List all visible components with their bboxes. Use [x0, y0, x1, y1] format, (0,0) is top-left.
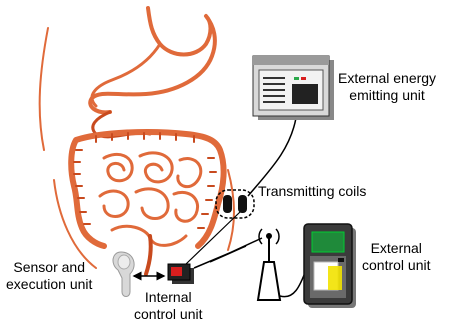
sensor-execution-label-line2: execution unit: [6, 276, 92, 293]
body-outline: [40, 28, 48, 150]
external-control-unit: [258, 224, 356, 308]
digestive-tract-illustration: [40, 8, 234, 274]
antenna-wave-right: [276, 229, 279, 244]
antenna-device: [258, 229, 280, 300]
internal-control-label-line2: control unit: [134, 306, 202, 323]
coil-right: [238, 195, 247, 213]
external-control-label-line2: control unit: [362, 257, 430, 274]
internal-unit-red-panel: [171, 267, 182, 276]
external-energy-label-line2: emitting unit: [338, 87, 436, 104]
transmitting-coils-label: Transmitting coils: [258, 183, 366, 200]
energy-unit-display: [292, 84, 318, 104]
external-control-label-line1: External: [362, 240, 430, 257]
external-energy-label-line1: External energy: [338, 70, 436, 87]
stomach: [90, 8, 215, 112]
sensor-execution-label: Sensor and execution unit: [6, 259, 92, 293]
external-energy-emitting-unit: [248, 56, 334, 196]
antenna-tip: [266, 233, 272, 239]
small-intestine: [100, 153, 201, 246]
energy-unit-led-red: [301, 77, 306, 80]
external-energy-label: External energy emitting unit: [338, 70, 436, 104]
antenna-base: [258, 262, 280, 300]
energy-unit-led-green: [294, 77, 299, 80]
handheld-indicator: [338, 258, 344, 262]
handheld-label-yellow: [328, 266, 342, 290]
energy-unit-top-bar: [253, 56, 329, 65]
control-unit-cable: [280, 270, 306, 297]
antenna-wave-left: [259, 229, 262, 244]
sensor-execution-label-line1: Sensor and: [6, 259, 92, 276]
internal-control-label-line1: Internal: [134, 289, 202, 306]
stomach-inner: [92, 44, 160, 106]
sensor-tip: [118, 255, 130, 269]
internal-control-label: Internal control unit: [134, 289, 202, 323]
coil-left: [223, 195, 232, 213]
rectum: [146, 236, 151, 274]
external-control-label: External control unit: [362, 240, 430, 274]
handheld-screen: [312, 232, 344, 252]
